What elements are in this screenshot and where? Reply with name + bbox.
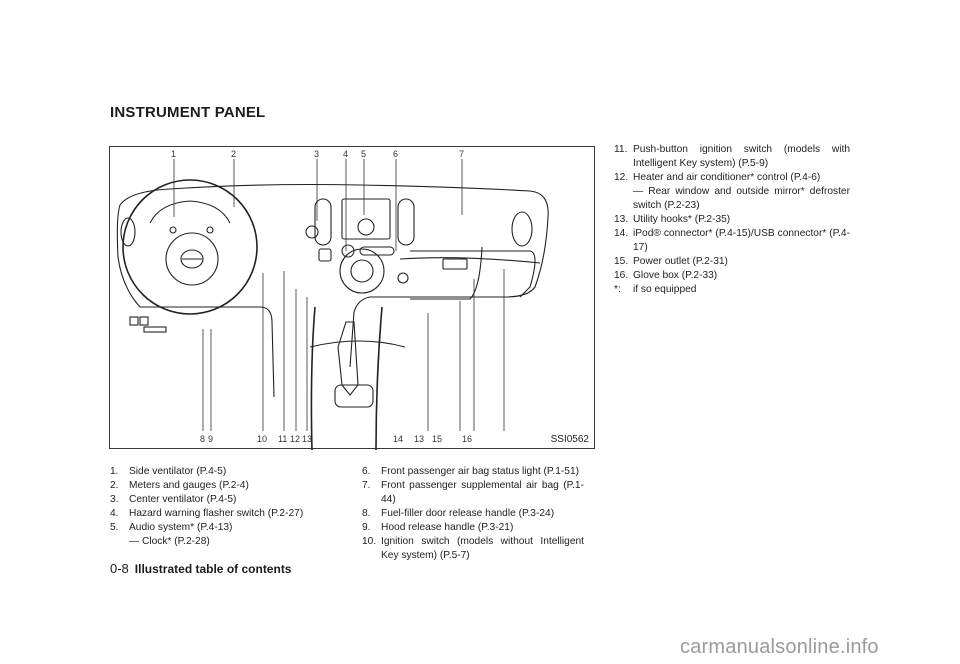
callout-label: 13 bbox=[414, 434, 424, 444]
instrument-panel-figure: 1 2 3 4 5 6 7 8 9 10 11 12 13 14 13 15 1… bbox=[109, 146, 595, 450]
callout-label: 1 bbox=[171, 149, 176, 159]
list-item: 10.Ignition switch (models without Intel… bbox=[362, 536, 584, 561]
list-item: 8.Fuel-filler door release handle (P.3-2… bbox=[362, 508, 555, 519]
list-item: 3.Center ventilator (P.4-5) bbox=[110, 494, 237, 505]
callout-label: 5 bbox=[361, 149, 366, 159]
list-item: 14.iPod® connector* (P.4-15)/USB connect… bbox=[614, 228, 850, 253]
list-item: 7.Front passenger supplemental air bag (… bbox=[362, 480, 584, 505]
callout-label: 9 bbox=[208, 434, 213, 444]
center-vent-right bbox=[397, 198, 415, 246]
list-item: 11.Push-button ignition switch (models w… bbox=[614, 144, 850, 169]
watermark: carmanualsonline.info bbox=[680, 636, 879, 658]
dashboard-illustration: 1 2 3 4 5 6 7 8 9 10 11 12 13 14 13 15 1… bbox=[116, 149, 549, 450]
callout-label: 7 bbox=[459, 149, 464, 159]
audio-unit bbox=[341, 198, 391, 240]
dashboard-left-edge bbox=[116, 204, 275, 398]
item-list-column-1: 1.Side ventilator (P.4-5) 2.Meters and g… bbox=[110, 465, 315, 549]
section-title: INSTRUMENT PANEL bbox=[110, 104, 266, 121]
nissan-emblem bbox=[180, 249, 204, 269]
list-item: 2.Meters and gauges (P.2-4) bbox=[110, 480, 249, 491]
callout-label: 3 bbox=[314, 149, 319, 159]
item-list-column-3: 11.Push-button ignition switch (models w… bbox=[614, 143, 850, 297]
list-item: 6.Front passenger air bag status light (… bbox=[362, 466, 580, 477]
callout-label: 10 bbox=[257, 434, 267, 444]
callout-label: 16 bbox=[462, 434, 472, 444]
callout-label: 4 bbox=[343, 149, 348, 159]
list-item: 12.Heater and air conditioner* control (… bbox=[614, 172, 850, 211]
power-outlet bbox=[397, 272, 409, 284]
list-item: 13.Utility hooks* (P.2-35) bbox=[614, 214, 731, 225]
page-number: 0-8 bbox=[110, 561, 129, 576]
list-item: 1.Side ventilator (P.4-5) bbox=[110, 466, 227, 477]
list-item: 16.Glove box (P.2-33) bbox=[614, 270, 718, 281]
callout-label: 8 bbox=[200, 434, 205, 444]
list-item: 4.Hazard warning flasher switch (P.2-27) bbox=[110, 508, 304, 519]
steering-wheel-hub bbox=[165, 232, 219, 286]
list-item: 9.Hood release handle (P.3-21) bbox=[362, 522, 514, 533]
glove-box-handle bbox=[442, 258, 468, 270]
callout-label: 15 bbox=[432, 434, 442, 444]
callout-label: 13 bbox=[302, 434, 312, 444]
list-item: 5.Audio system* (P.4-13)— Clock* (P.2-28… bbox=[110, 522, 233, 547]
glove-box bbox=[410, 246, 536, 300]
section-name: Illustrated table of contents bbox=[134, 562, 292, 576]
callout-label: 6 bbox=[393, 149, 398, 159]
list-item: *:if so equipped bbox=[614, 284, 697, 295]
callout-label: 14 bbox=[393, 434, 403, 444]
steering-wheel-rim bbox=[122, 179, 258, 315]
callout-label: 2 bbox=[231, 149, 236, 159]
side-vent-left bbox=[120, 217, 136, 247]
side-vent-right bbox=[511, 211, 533, 247]
shift-lever bbox=[337, 321, 359, 396]
item-list-column-2: 6.Front passenger air bag status light (… bbox=[362, 465, 584, 563]
callout-label: 12 bbox=[290, 434, 300, 444]
hvac-dial-outer bbox=[339, 248, 385, 294]
ignition-push-button bbox=[318, 248, 332, 262]
callout-label: 11 bbox=[278, 434, 287, 444]
meter-cluster bbox=[149, 200, 231, 224]
center-vent-left bbox=[314, 198, 332, 246]
figure-reference-code: SSI0562 bbox=[550, 434, 589, 445]
dashboard-outline bbox=[119, 183, 549, 368]
list-item: 15.Power outlet (P.2-31) bbox=[614, 256, 728, 267]
page-footer: 0-8 Illustrated table of contents bbox=[110, 561, 291, 576]
